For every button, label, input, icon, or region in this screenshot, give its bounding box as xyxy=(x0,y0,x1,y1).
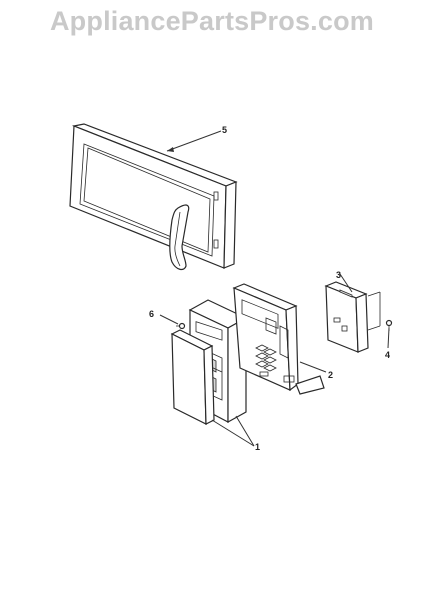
part-panel-bracket xyxy=(232,283,325,395)
callout-2: 2 xyxy=(328,370,333,380)
leader-4 xyxy=(387,327,390,349)
callout-1: 1 xyxy=(255,442,260,452)
leader-lines xyxy=(159,130,390,447)
part-circuit-board xyxy=(324,281,381,353)
callout-5: 5 xyxy=(222,125,227,135)
leader-5 xyxy=(166,130,222,152)
callout-6: 6 xyxy=(149,309,154,319)
keypad-buttons xyxy=(255,344,277,372)
part-panel-cover xyxy=(170,329,215,425)
callout-3: 3 xyxy=(336,270,341,280)
callout-4: 4 xyxy=(385,350,390,360)
part-door-handle xyxy=(169,204,190,271)
leader-3 xyxy=(339,273,353,293)
arrow-5 xyxy=(167,147,174,152)
leader-6 xyxy=(159,314,179,325)
leader-1b xyxy=(235,415,255,447)
part-door-frame xyxy=(69,123,238,269)
part-screw-6 xyxy=(176,322,186,330)
watermark-text: AppliancePartsPros.com xyxy=(49,6,374,36)
leader-1a xyxy=(211,419,255,447)
leader-2 xyxy=(299,361,327,373)
